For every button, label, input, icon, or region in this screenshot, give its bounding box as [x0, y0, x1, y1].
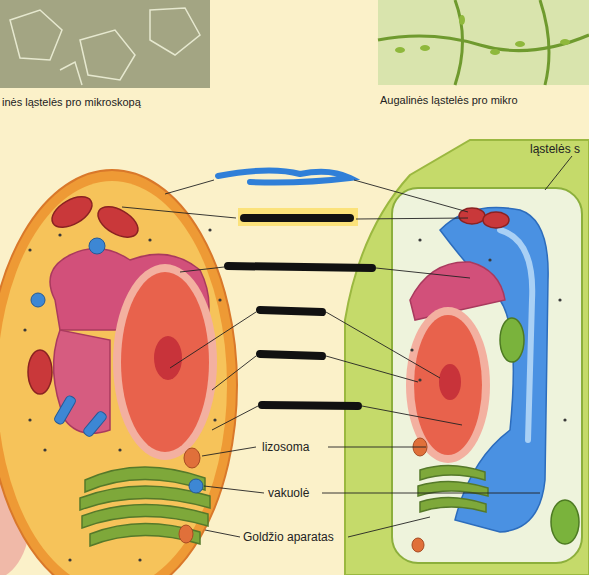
- redaction-marks: [218, 170, 372, 406]
- photo-caption: inės ląstelės pro mikroskopą: [2, 95, 141, 109]
- photo-cells: [10, 8, 200, 85]
- photo-caption: Augalinės ląstelės pro mikro: [380, 93, 518, 107]
- part-label: ląstelės s: [530, 142, 580, 156]
- plant-cell: [345, 140, 589, 575]
- photo-cells: [378, 0, 589, 85]
- part-label: Goldžio aparatas: [243, 530, 334, 544]
- animal-photo: [0, 0, 210, 88]
- animal-cell: [0, 170, 237, 575]
- plant-photo: [378, 0, 589, 85]
- part-label: vakuolė: [268, 486, 309, 500]
- leader-lines: [122, 156, 572, 537]
- photo-chloroplasts: [395, 15, 570, 55]
- part-label: lizosoma: [262, 440, 309, 454]
